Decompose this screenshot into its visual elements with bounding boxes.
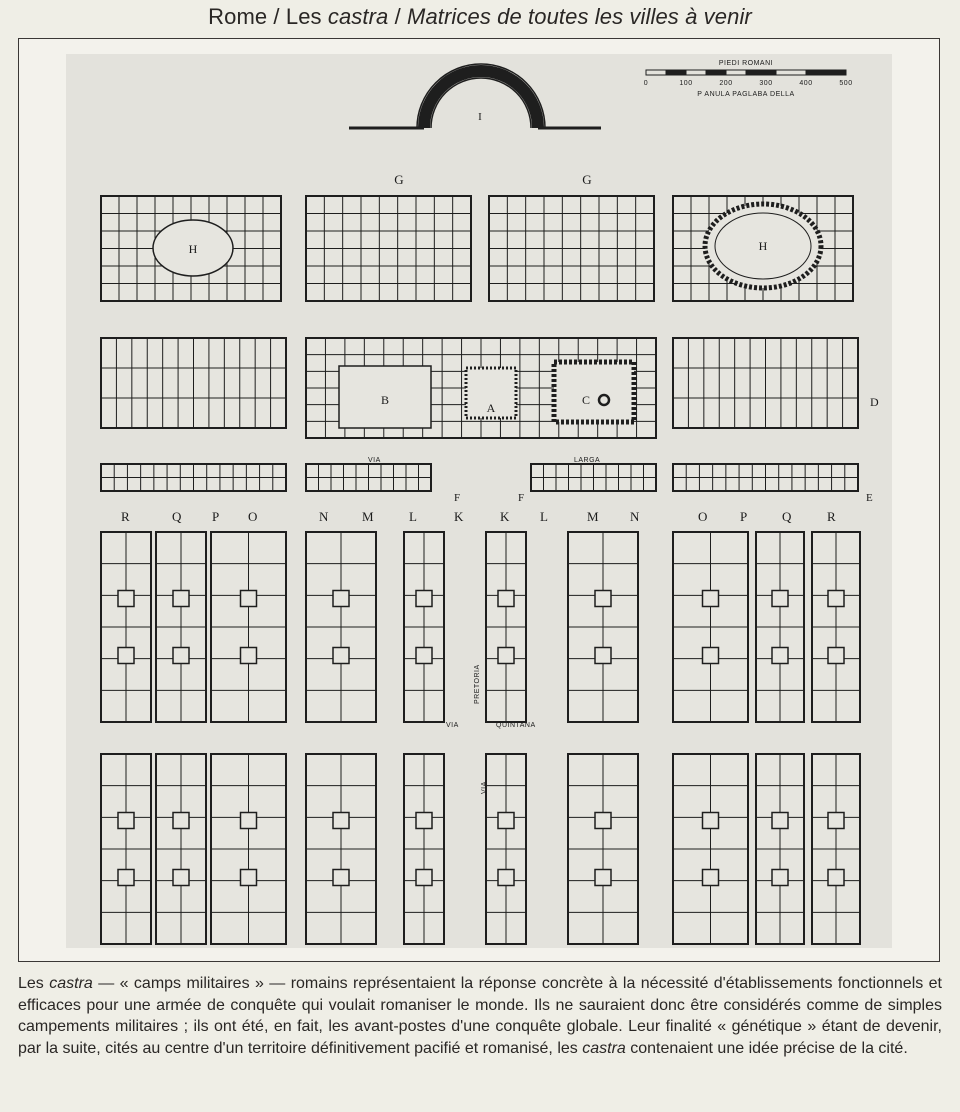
tent-square [239,646,258,665]
street-label-via-quintana: VIA [446,722,459,729]
column-letter: N [630,509,640,524]
scale-tick: 100 [679,80,692,87]
tent-square [172,589,190,608]
tent-square [239,811,258,830]
tent-square [827,589,845,608]
label-A: A [487,401,496,415]
tent-square [332,646,350,665]
label-E: E [866,492,873,504]
forum-B [338,365,432,429]
page-header: Rome / Les castra / Matrices de toutes l… [0,4,960,30]
tent-square [117,646,135,665]
tent-square [594,646,612,665]
tent-square [239,589,258,608]
tent-square [415,646,433,665]
label-H-left: H [189,242,198,256]
tent-square [771,646,789,665]
tent-square [117,868,135,887]
tent-square [332,868,350,887]
column-letter: M [587,509,599,524]
tent-square [701,868,720,887]
castra-plan-figure: I PIEDI ROMANI P ANULA PAGLABA DELLA 0 1… [66,54,892,948]
header-separator: / [388,4,408,29]
column-letter: P [212,509,219,524]
column-letter: K [500,509,510,524]
scale-bar [645,69,847,76]
header-text-castra: castra [327,4,389,29]
tent-square [332,811,350,830]
column-letter: O [698,509,707,524]
label-F-right: F [518,492,524,504]
tent-square [497,811,515,830]
tent-square [827,868,845,887]
header-subtitle: Matrices de toutes les villes à venir [407,4,752,29]
column-letter: L [409,509,417,524]
label-C: C [582,393,590,407]
scale-tick: 0 [644,80,648,87]
figure-frame: I PIEDI ROMANI P ANULA PAGLABA DELLA 0 1… [18,38,940,962]
amphitheatre-right-inner [714,212,812,280]
street-label-larga: LARGA [574,457,600,464]
tent-square [332,589,350,608]
tent-square [497,589,515,608]
column-letter: Q [782,509,792,524]
tent-square [827,811,845,830]
header-text-rome: Rome / Les [208,4,328,29]
column-letter: K [454,509,464,524]
column-letter: N [319,509,329,524]
temple-marker [597,393,611,407]
tent-square [771,811,789,830]
label-G-left: G [394,172,403,187]
street-label-via-vertical: VIA [481,781,488,794]
figure-caption: Les castra — « camps militaires » — roma… [18,975,943,1057]
tent-square [701,646,720,665]
label-D: D [870,395,879,409]
scale-tick: 400 [799,80,812,87]
column-letter: M [362,509,374,524]
forum-C [551,359,637,425]
column-letter: R [121,509,130,524]
tent-square [415,868,433,887]
tent-square [415,589,433,608]
tent-square [497,646,515,665]
column-letter: L [540,509,548,524]
label-I: I [478,111,482,123]
scale-title: PIEDI ROMANI [719,60,773,67]
tent-square [827,646,845,665]
praetorium-A [464,366,518,420]
label-H-right: H [759,239,768,253]
tent-square [415,811,433,830]
scale-tick: 200 [719,80,732,87]
tent-square [117,589,135,608]
label-G-right: G [582,172,591,187]
tent-square [172,811,190,830]
column-letter: P [740,509,747,524]
theatre-arc [349,63,601,130]
tent-square [497,868,515,887]
tent-square [172,646,190,665]
column-letter: R [827,509,836,524]
tent-square [594,811,612,830]
scale-subtitle: P ANULA PAGLABA DELLA [697,91,794,98]
castra-plan-drawing: I PIEDI ROMANI P ANULA PAGLABA DELLA 0 1… [100,60,879,945]
tent-square [117,811,135,830]
street-label-via: VIA [368,457,381,464]
tent-square [771,589,789,608]
column-letter: O [248,509,257,524]
street-label-quintana: QUINTANA [496,722,536,729]
tent-square [701,811,720,830]
scale-tick: 300 [759,80,772,87]
label-F-left: F [454,492,460,504]
tent-square [701,589,720,608]
tent-square [771,868,789,887]
tent-square [239,868,258,887]
scale-tick: 500 [839,80,852,87]
street-label-pretoria: PRETORIA [474,664,481,704]
label-B: B [381,393,389,407]
tent-square [594,868,612,887]
tent-square [172,868,190,887]
amphitheatre-left [152,219,234,277]
tent-square [594,589,612,608]
column-letter: Q [172,509,182,524]
